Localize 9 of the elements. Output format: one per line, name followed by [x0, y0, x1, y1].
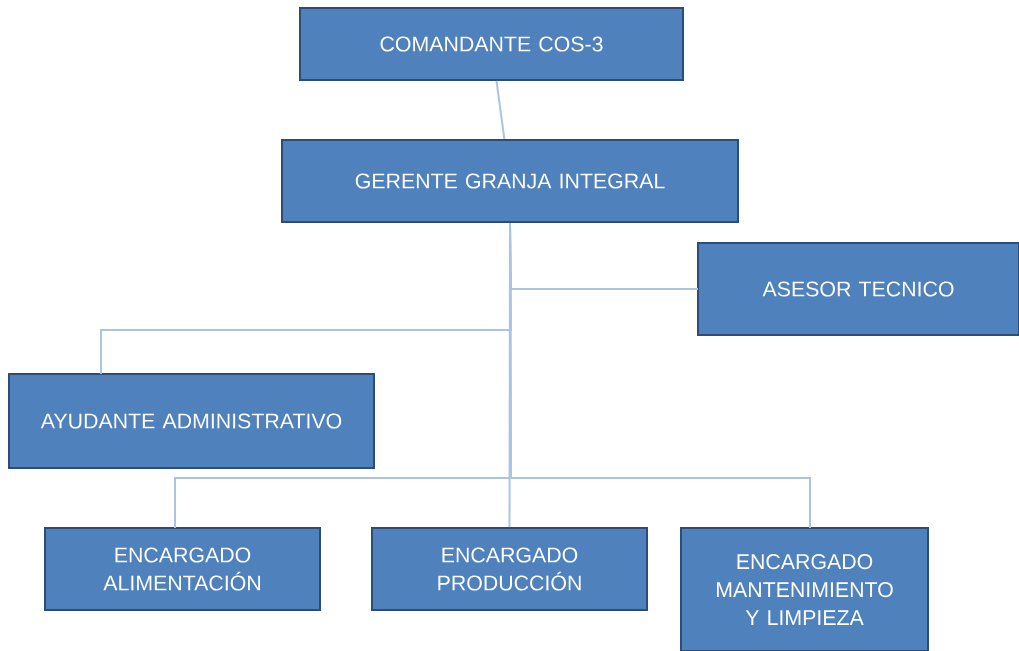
connector-line: [495, 80, 506, 140]
org-box: ENCARGADO ALIMENTACIÓN: [44, 527, 321, 611]
org-box: COMANDANTE COS-3: [299, 7, 684, 81]
org-box: ENCARGADO MANTENIMIENTO Y LIMPIEZA: [680, 527, 929, 651]
org-box: AYUDANTE ADMINISTRATIVO: [8, 373, 375, 469]
org-box: ENCARGADO PRODUCCIÓN: [371, 527, 648, 611]
org-box: GERENTE GRANJA INTEGRAL: [281, 139, 739, 223]
connector-line: [509, 222, 811, 529]
org-box: ASESOR TECNICO: [697, 242, 1019, 336]
